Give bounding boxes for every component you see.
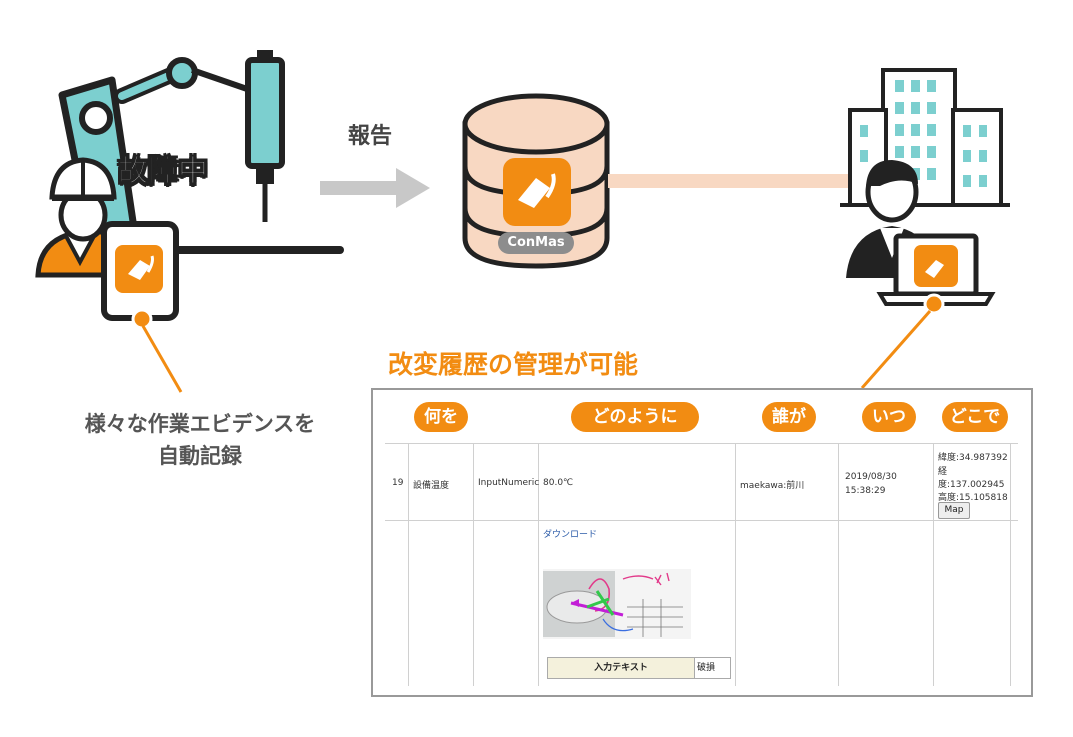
- map-button[interactable]: Map: [938, 502, 970, 519]
- evidence-caption: 様々な作業エビデンスを 自動記録: [50, 408, 350, 472]
- section-title: 改変履歴の管理が可能: [388, 350, 639, 379]
- item-name: 設備温度: [413, 481, 450, 491]
- database-icon: [462, 93, 610, 269]
- fault-status-label: 故障中: [118, 154, 209, 190]
- table-rule: [385, 520, 1018, 521]
- report-arrow-icon: [320, 168, 430, 208]
- table-rule: [933, 443, 934, 686]
- history-table-frame: [371, 388, 1033, 697]
- input-text-value: 破損: [697, 663, 716, 673]
- download-link[interactable]: ダウンロード: [543, 530, 598, 540]
- pill-when: いつ: [862, 402, 916, 432]
- pill-what: 何を: [414, 402, 468, 432]
- value: 80.0℃: [543, 478, 574, 488]
- location-line2: 経: [938, 467, 948, 477]
- location-line3: 度:137.002945: [938, 480, 1005, 490]
- table-rule: [1010, 443, 1011, 686]
- report-label: 報告: [348, 124, 393, 149]
- building-icon: [840, 68, 1010, 207]
- input-text-label: 入力テキスト: [548, 658, 695, 678]
- annotated-photo: [543, 569, 691, 639]
- laptop-icon: [860, 233, 996, 389]
- evidence-caption-line2: 自動記録: [158, 444, 242, 468]
- connector-bar: [608, 174, 870, 188]
- user: maekawa:前川: [740, 481, 805, 491]
- time: 15:38:29: [845, 486, 886, 496]
- input-text-row: [547, 657, 731, 679]
- input-type: InputNumeric: [478, 478, 540, 488]
- table-rule: [385, 443, 1018, 444]
- conmas-badge: ConMas: [498, 232, 574, 254]
- table-rule: [735, 443, 736, 686]
- pill-who: 誰が: [762, 402, 816, 432]
- tablet-icon: [101, 221, 183, 393]
- pill-where: どこで: [942, 402, 1008, 432]
- location-line1: 緯度:34.987392: [938, 453, 1008, 463]
- date: 2019/08/30: [845, 472, 897, 482]
- location-line4: 高度:15.105818: [938, 493, 1008, 503]
- table-rule: [408, 443, 409, 686]
- table-rule: [473, 443, 474, 686]
- table-rule: [838, 443, 839, 686]
- row-number: 19: [392, 478, 404, 488]
- table-rule: [538, 443, 539, 686]
- evidence-caption-line1: 様々な作業エビデンスを: [84, 412, 316, 436]
- robot-arm-icon: [58, 50, 285, 239]
- pill-how: どのように: [571, 402, 699, 432]
